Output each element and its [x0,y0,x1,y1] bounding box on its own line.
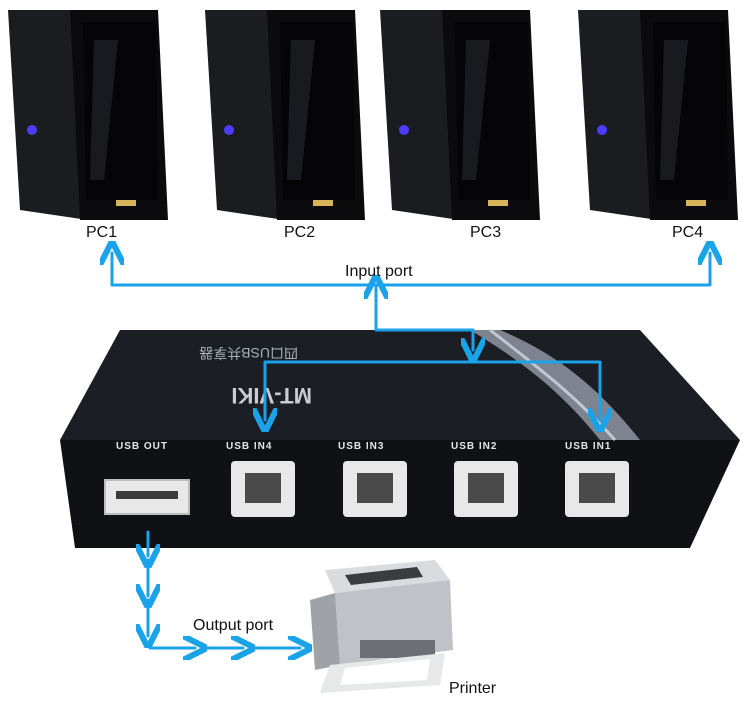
pc3-tower [380,10,540,220]
usb-in1-port [565,461,629,517]
usb-out-label: USB OUT [116,441,168,452]
pc2-tower [205,10,365,220]
input-port-label: Input port [345,263,413,280]
pc1-tower [8,10,168,220]
usb-in4-label: USB IN4 [226,441,273,452]
usb-in1-label: USB IN1 [565,441,612,452]
pc1-label: PC1 [86,224,118,241]
usb-in3-port [343,461,407,517]
pc3-label: PC3 [470,224,502,241]
pc2-label: PC2 [284,224,316,241]
usb-in2-label: USB IN2 [451,441,498,452]
printer-image [305,555,455,695]
input-trunk-line [376,287,473,350]
switch-internal-line [265,360,600,420]
usb-in2-port [454,461,518,517]
printer-label: Printer [449,680,497,697]
output-port-label: Output port [193,617,274,634]
usb-in4-port [231,461,295,517]
usb-in3-label: USB IN3 [338,441,385,452]
usb-out-port [104,479,190,515]
pc4-label: PC4 [672,224,704,241]
pc4-tower [578,10,738,220]
